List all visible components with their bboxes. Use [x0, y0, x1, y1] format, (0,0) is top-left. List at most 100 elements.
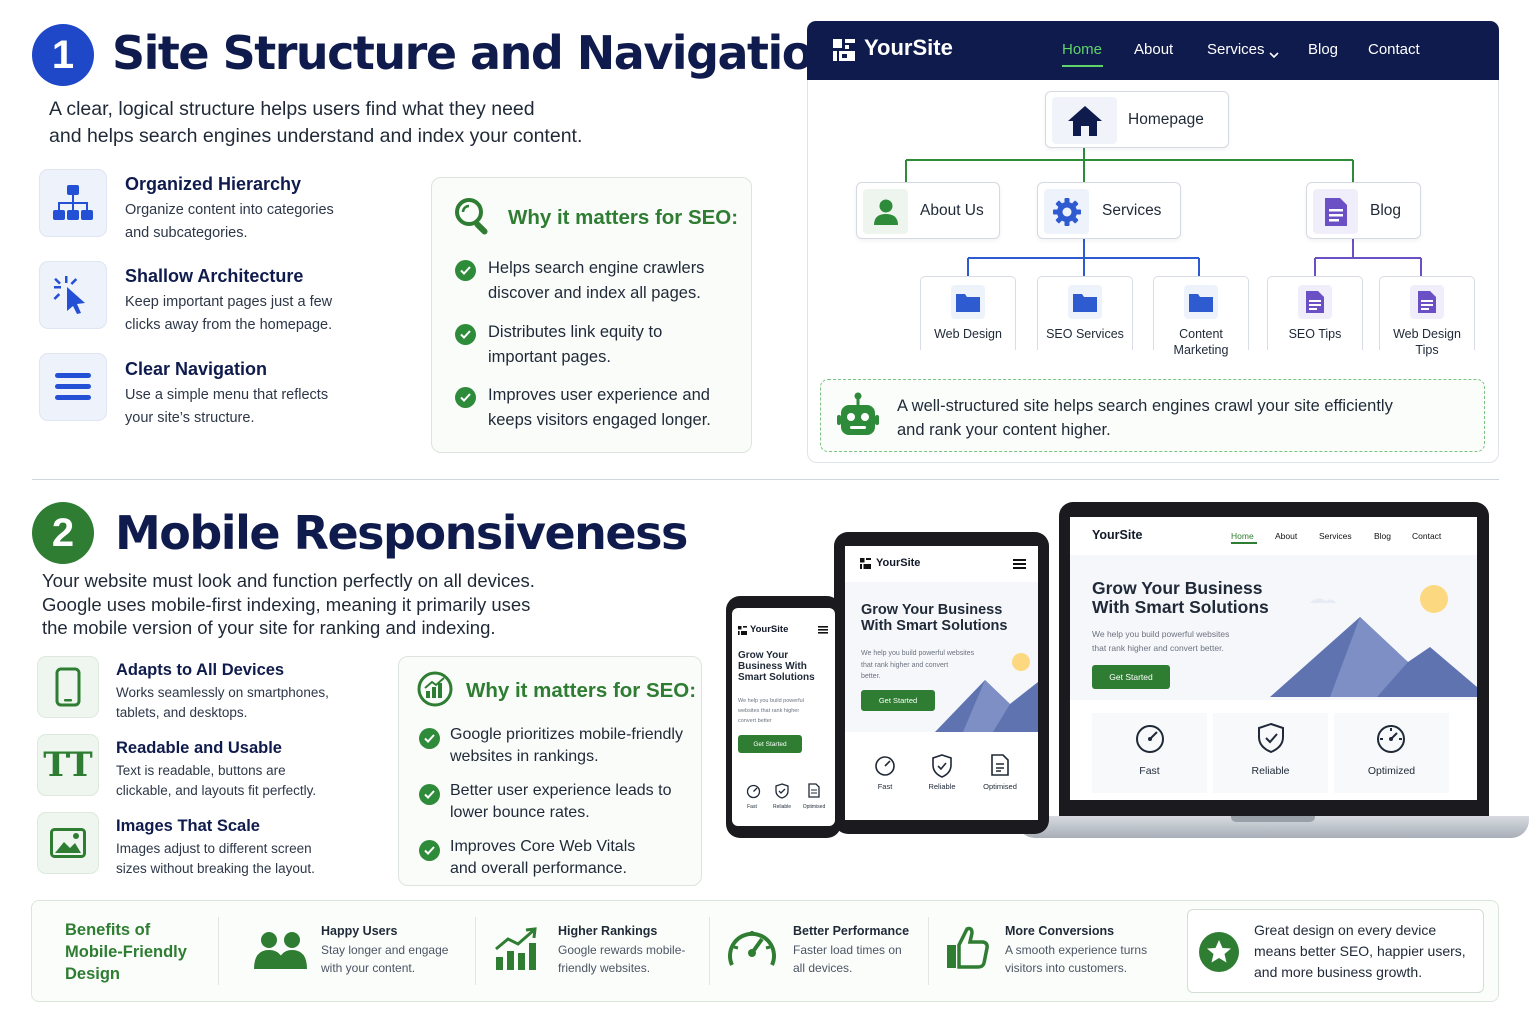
check-icon	[455, 324, 476, 345]
divider	[928, 917, 929, 985]
nav-active-underline	[1062, 65, 1103, 67]
mock-nav-services[interactable]: Services	[1319, 531, 1352, 541]
services-node[interactable]: Services	[1037, 182, 1181, 239]
user-icon	[863, 189, 908, 234]
growth-chart-icon	[417, 671, 453, 712]
feature-shallow-architecture: Shallow Architecture Keep important page…	[125, 266, 333, 333]
web-design-tips-node[interactable]: Web Design Tips	[1379, 276, 1475, 357]
mock-nav-underline	[1231, 542, 1257, 544]
section-number-badge: 2	[32, 502, 94, 564]
section-title: Site Structure and Navigation	[112, 26, 845, 80]
benefit-higher-rankings: Higher Rankings Google rewards mobile- f…	[558, 924, 686, 975]
divider	[218, 917, 219, 985]
site-structure-panel: YourSite Home About Services Blog Contac…	[807, 21, 1499, 463]
folder-icon	[1184, 285, 1218, 319]
mock-nav-about[interactable]: About	[1275, 531, 1298, 541]
smartphone-icon	[37, 656, 99, 718]
document-icon	[808, 783, 820, 798]
document-icon	[1313, 189, 1358, 234]
gauge-icon	[1377, 725, 1405, 753]
phone-screen: YourSite Grow Your Business With Smart S…	[732, 608, 835, 826]
nav-home-link[interactable]: Home	[1062, 41, 1103, 58]
mock-nav-home[interactable]: Home	[1231, 531, 1254, 541]
feature-adapts-devices: Adapts to All Devices Works seamlessly o…	[116, 661, 329, 720]
logo-icon	[832, 38, 856, 67]
document-icon	[1298, 285, 1332, 319]
nav-about-link[interactable]: About	[1134, 41, 1174, 58]
menu-icon[interactable]	[1013, 559, 1026, 569]
mountain-illustration	[935, 653, 1038, 732]
benefit-better-performance: Better Performance Faster load times on …	[793, 924, 910, 975]
homepage-node[interactable]: Homepage	[1045, 91, 1229, 148]
gear-icon	[1044, 189, 1089, 234]
speedometer-icon	[1136, 725, 1164, 753]
speedometer-icon	[728, 931, 776, 966]
cursor-click-icon	[39, 261, 107, 329]
hierarchy-icon	[39, 169, 107, 237]
laptop-notch	[1231, 816, 1315, 822]
check-icon	[455, 387, 476, 408]
mountain-illustration	[1270, 585, 1477, 697]
check-icon	[419, 784, 440, 805]
search-icon	[452, 195, 496, 244]
mock-headline: Grow Your Business With Smart Solutions	[1092, 578, 1269, 617]
blog-node[interactable]: Blog	[1306, 182, 1421, 239]
home-icon	[1052, 97, 1117, 144]
document-icon	[991, 754, 1009, 776]
mock-nav-contact[interactable]: Contact	[1412, 531, 1442, 541]
mock-headline: Grow Your Business With Smart Solutions	[861, 602, 1008, 634]
seo-services-node[interactable]: SEO Services	[1037, 276, 1133, 350]
feature-readable-usable: Readable and Usable Text is readable, bu…	[116, 739, 317, 798]
content-marketing-node[interactable]: Content Marketing	[1153, 276, 1249, 357]
tree-connectors	[905, 148, 1422, 276]
nav-contact-link[interactable]: Contact	[1368, 41, 1420, 58]
get-started-button[interactable]: Get Started	[861, 690, 935, 711]
image-icon	[37, 812, 99, 874]
folder-icon	[951, 285, 985, 319]
tablet-mockup: YourSite Grow Your Business With Smart S…	[834, 532, 1049, 834]
users-icon	[254, 932, 307, 969]
shield-check-icon	[775, 783, 789, 799]
check-icon	[455, 260, 476, 281]
thumbs-up-icon	[947, 926, 989, 969]
section-intro: Your website must look and function perf…	[42, 570, 535, 638]
speedometer-icon	[875, 756, 895, 776]
web-design-node[interactable]: Web Design	[920, 276, 1016, 350]
menu-icon[interactable]	[818, 626, 828, 634]
mock-card	[1213, 713, 1328, 793]
benefit-more-conversions: More Conversions A smooth experience tur…	[1005, 924, 1148, 975]
seo-tips-node[interactable]: SEO Tips	[1267, 276, 1363, 350]
tablet-screen: YourSite Grow Your Business With Smart S…	[845, 546, 1038, 820]
seo-why-box: Why it matters for SEO: Google prioritiz…	[398, 656, 702, 886]
mock-nav-blog[interactable]: Blog	[1374, 531, 1392, 541]
phone-mockup: YourSite Grow Your Business With Smart S…	[726, 596, 841, 838]
benefits-heading: Benefits of Mobile-Friendly Design	[65, 921, 187, 983]
laptop-base	[1017, 816, 1529, 838]
logo-icon	[860, 558, 871, 569]
about-us-node[interactable]: About Us	[856, 182, 1000, 239]
laptop-mockup: YourSite Home About Services Blog Contac…	[1059, 502, 1489, 817]
mock-headline: Grow Your Business With Smart Solutions	[738, 650, 815, 683]
get-started-button[interactable]: Get Started	[1092, 665, 1170, 689]
nav-blog-link[interactable]: Blog	[1308, 41, 1339, 58]
feature-organized-hierarchy: Organized Hierarchy Organize content int…	[125, 174, 334, 241]
divider	[475, 917, 476, 985]
site-navbar: YourSite Home About Services Blog Contac…	[807, 21, 1499, 80]
check-icon	[419, 728, 440, 749]
benefits-strip: Benefits of Mobile-Friendly Design Happy…	[31, 900, 1499, 1002]
logo-icon	[738, 626, 747, 635]
text-size-icon: TT	[37, 734, 99, 796]
check-icon	[419, 840, 440, 861]
speedometer-icon	[746, 784, 761, 799]
menu-icon	[39, 353, 107, 421]
section-title: Mobile Responsiveness	[115, 506, 688, 560]
shield-check-icon	[932, 754, 952, 778]
seo-why-box: Why it matters for SEO: Helps search eng…	[431, 177, 752, 453]
folder-icon	[1068, 285, 1102, 319]
divider	[709, 917, 710, 985]
nav-services-link[interactable]: Services	[1207, 41, 1265, 58]
section-number-badge: 1	[32, 24, 94, 86]
robot-icon	[837, 392, 879, 445]
chevron-down-icon[interactable]	[1269, 46, 1279, 64]
get-started-button[interactable]: Get Started	[738, 735, 802, 753]
